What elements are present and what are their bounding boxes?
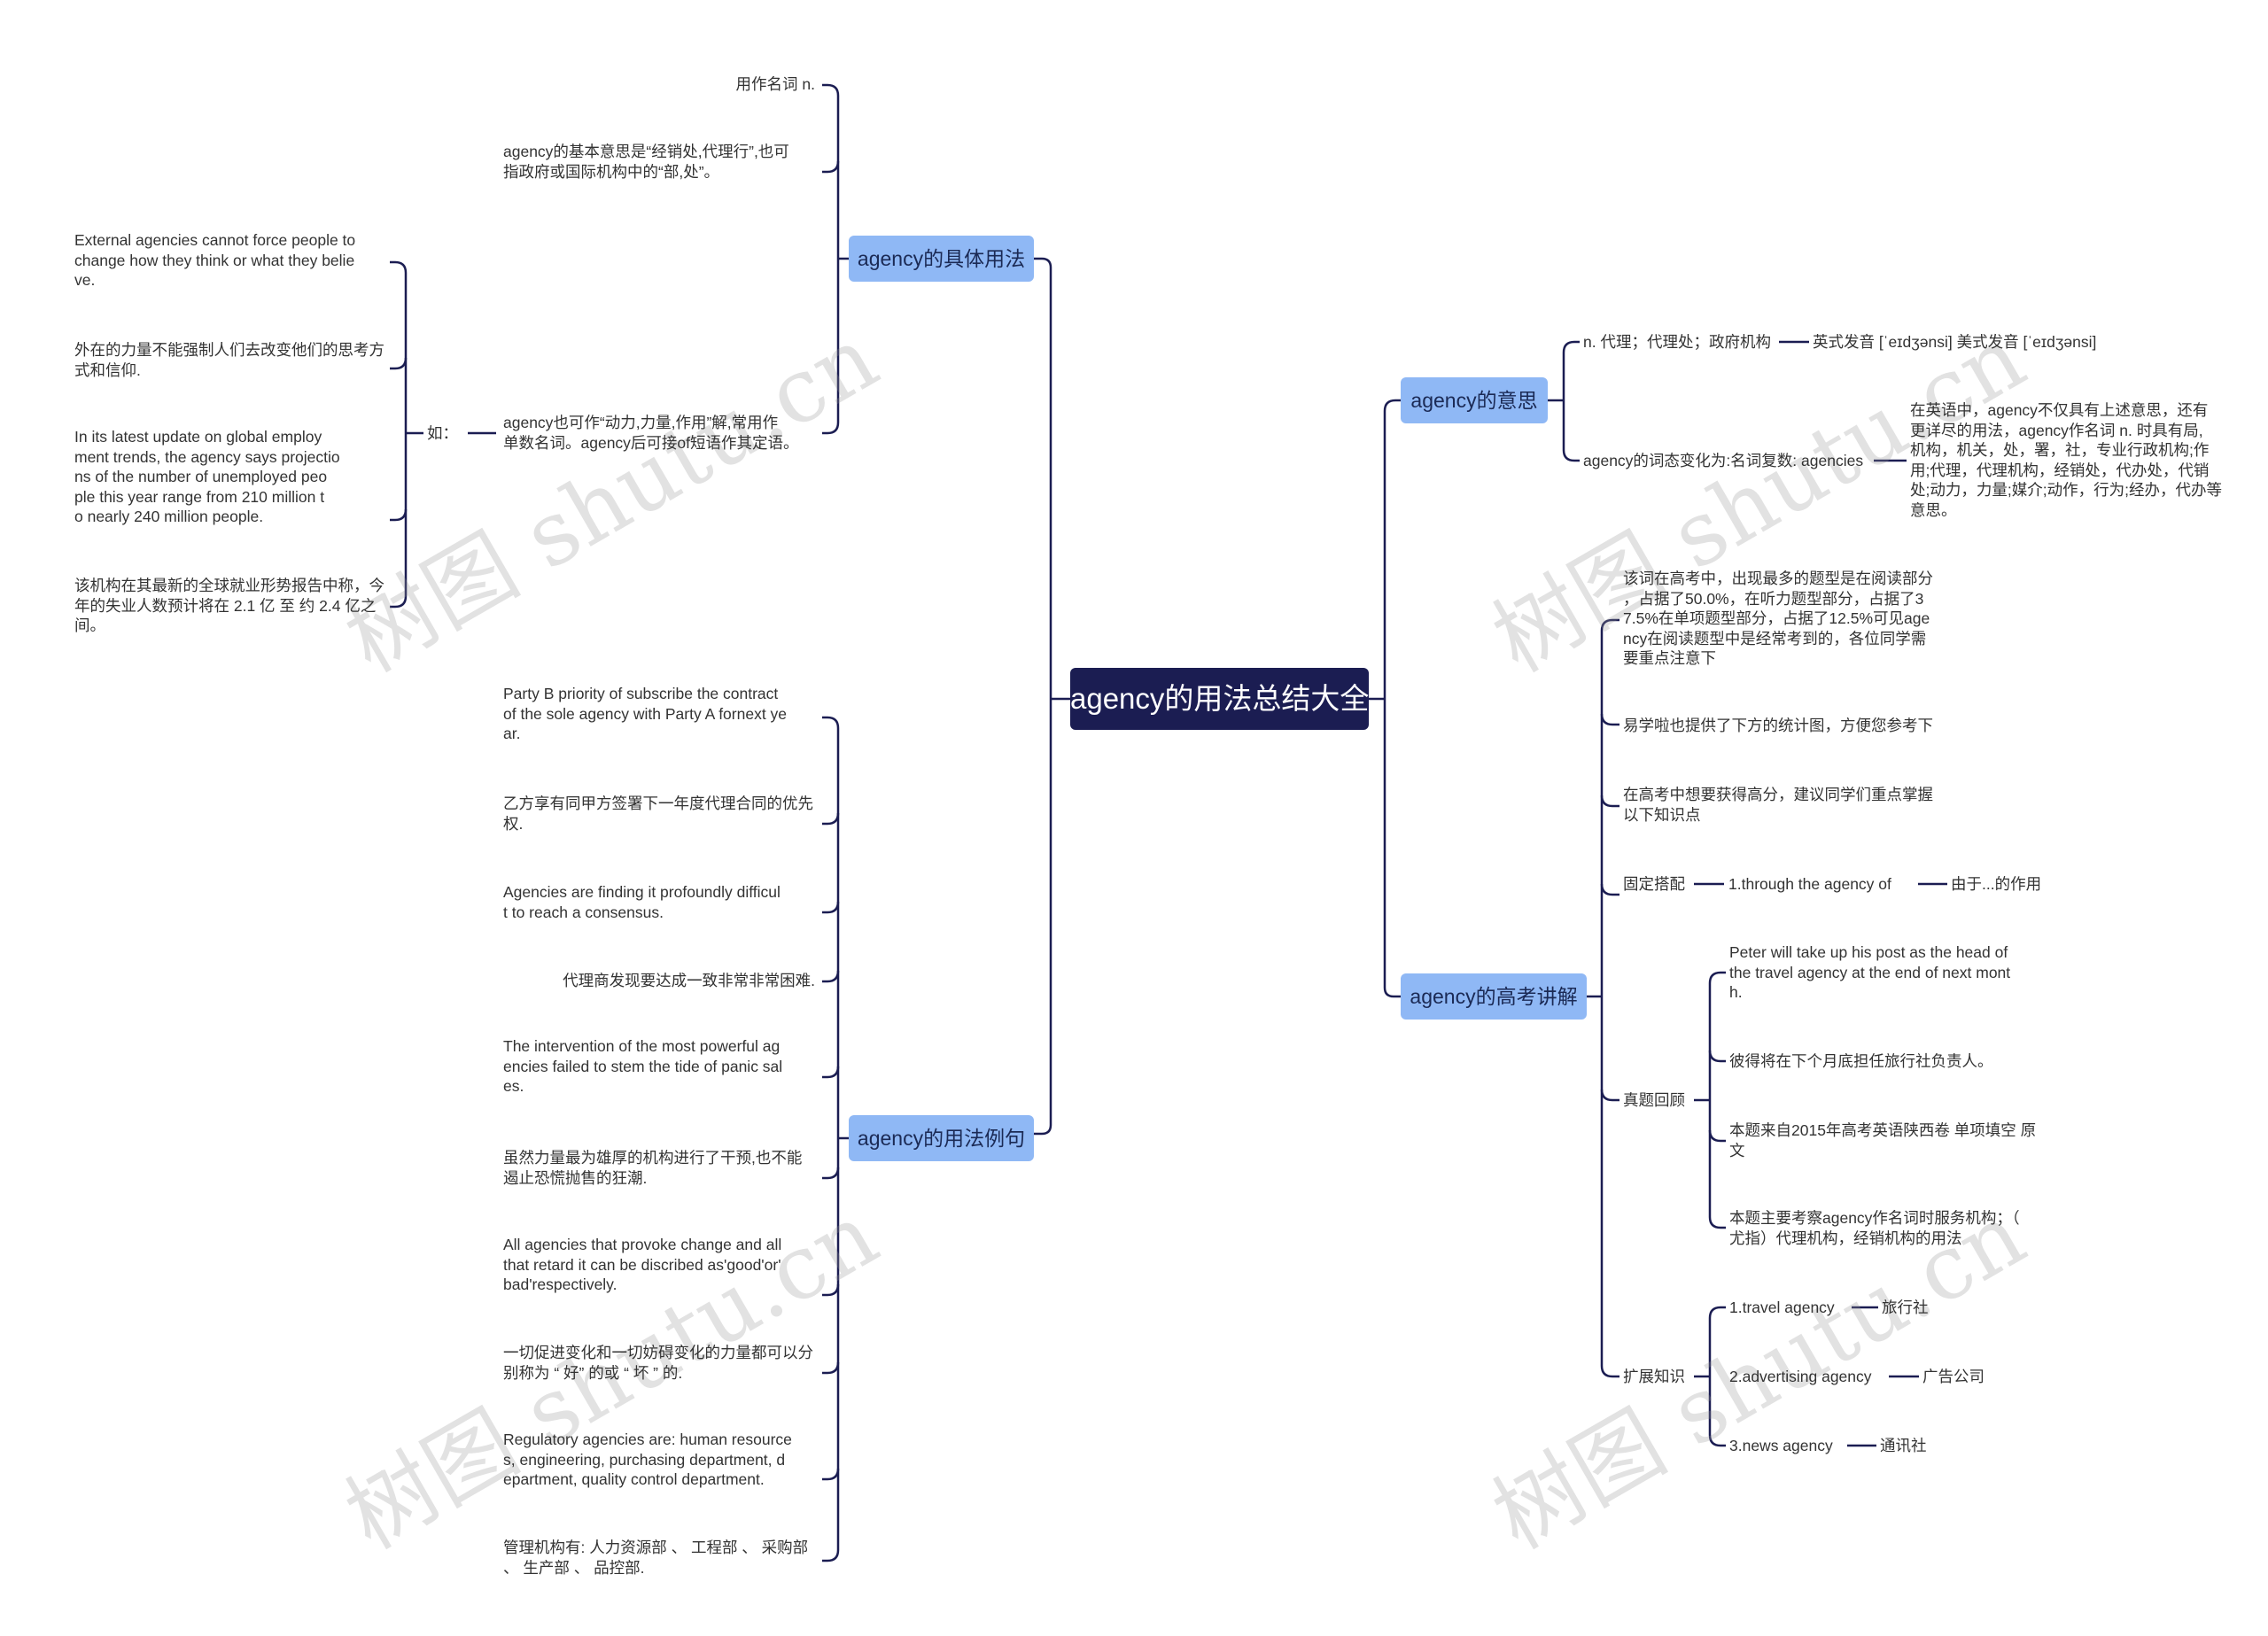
meaning-definition: n. 代理；代理处；政府机构 [1583, 333, 1771, 351]
branch-meaning[interactable]: agency的意思 [1401, 377, 1548, 423]
expand-item-3: 3.news agency [1729, 1437, 1833, 1454]
usage-example-1-cn: 外在的力量不能强制人们去改变他们的思考方式和信仰. [74, 341, 384, 379]
expand-item-3-cn: 通讯社 [1880, 1437, 1927, 1454]
exam-fixed-item: 1.through the agency of [1728, 875, 1891, 893]
expand-item-2: 2.advertising agency [1729, 1368, 1872, 1385]
exam-fixed-item-cn: 由于...的作用 [1951, 875, 2042, 893]
example-sentence-1: Party B priority of subscribe the contra… [503, 685, 788, 742]
usage-example-2-cn: 该机构在其最新的全球就业形势报告中称，今年的失业人数预计将在 2.1 亿 至 约… [74, 577, 384, 634]
example-sentence-8: 一切促进变化和一切妨碍变化的力量都可以分别称为 “ 好” 的或 “ 坏 ” 的. [503, 1344, 813, 1382]
branch-usage[interactable]: agency的具体用法 [849, 236, 1034, 282]
usage-example-label: 如： [427, 424, 458, 442]
review-item-4: 本题主要考察agency作名词时服务机构；（尤指）代理机构，经销机构的用法 [1729, 1209, 2020, 1247]
meaning-word-forms: agency的词态变化为:名词复数: agencies [1583, 452, 1864, 469]
root-topic[interactable]: agency的用法总结大全 [1070, 668, 1369, 730]
example-sentence-2: 乙方享有同甲方签署下一年度代理合同的优先权. [503, 795, 813, 833]
review-item-3: 本题来自2015年高考英语陕西卷 单项填空 原文 [1729, 1121, 2037, 1159]
usage-example-1: External agencies cannot force people to… [74, 231, 356, 289]
example-sentence-3: Agencies are finding it profoundly diffi… [503, 883, 781, 921]
meaning-detail: 在英语中，agency不仅具有上述意思，还有更详尽的用法，agency作名词 n… [1910, 401, 2222, 519]
example-sentence-6: 虽然力量最为雄厚的机构进行了干预,也不能遏止恐慌抛售的狂潮. [503, 1149, 803, 1187]
meaning-pronunciation: 英式发音 [ˈeɪdʒənsi] 美式发音 [ˈeɪdʒənsi] [1813, 333, 2097, 351]
expand-item-1-cn: 旅行社 [1882, 1299, 1929, 1316]
usage-basic: agency的基本意思是“经销处,代理行”,也可指政府或国际机构中的“部,处”。 [503, 143, 789, 181]
review-item-1: Peter will take up his post as the head … [1729, 943, 2011, 1001]
example-sentence-10: 管理机构有: 人力资源部 、 工程部 、 采购部、 生产部 、 品控部. [503, 1539, 809, 1577]
example-sentence-4: 代理商发现要达成一致非常非常困难. [563, 972, 815, 989]
branch-examples[interactable]: agency的用法例句 [849, 1115, 1034, 1161]
exam-statistics: 该词在高考中，出现最多的题型是在阅读部分，占据了50.0%，在听力题型部分，占据… [1623, 570, 1933, 667]
usage-power: agency也可作“动力,力量,作用”解,常用作单数名词。agency后可接of… [503, 414, 799, 452]
example-sentence-5: The intervention of the most powerful ag… [503, 1037, 783, 1095]
exam-review: 真题回顾 [1623, 1091, 1685, 1109]
branch-exam[interactable]: agency的高考讲解 [1401, 973, 1587, 1020]
example-sentence-7: All agencies that provoke change and all… [503, 1236, 782, 1293]
exam-fixed-collocation: 固定搭配 [1623, 875, 1685, 893]
exam-chart-note: 易学啦也提供了下方的统计图，方便您参考下 [1623, 717, 1933, 734]
expand-item-2-cn: 广告公司 [1922, 1368, 1984, 1385]
exam-tip: 在高考中想要获得高分，建议同学们重点掌握以下知识点 [1623, 786, 1933, 824]
review-item-2: 彼得将在下个月底担任旅行社负责人。 [1729, 1052, 1993, 1070]
usage-noun: 用作名词 n. [735, 75, 815, 93]
expand-item-1: 1.travel agency [1729, 1299, 1835, 1316]
exam-expand: 扩展知识 [1623, 1368, 1685, 1385]
